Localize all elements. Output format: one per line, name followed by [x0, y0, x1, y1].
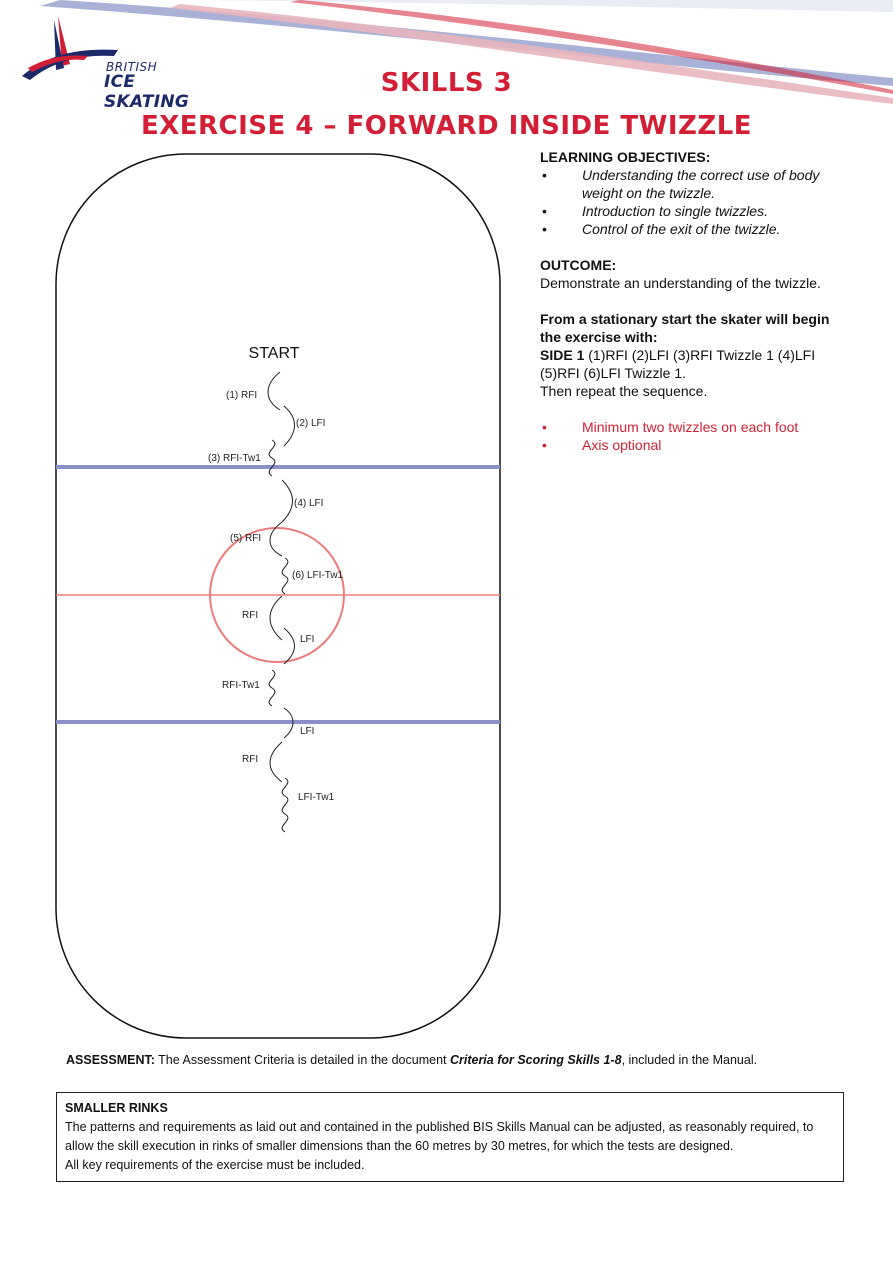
assessment-note: ASSESSMENT: The Assessment Criteria is d… — [66, 1053, 866, 1067]
label-lfi: LFI — [300, 634, 314, 645]
assessment-text-end: , included in the Manual. — [621, 1053, 758, 1067]
logo-text-british: BRITISH — [106, 60, 158, 74]
smaller-rinks-text: The patterns and requirements as laid ou… — [65, 1120, 814, 1153]
start-label: START — [249, 345, 300, 362]
smaller-rinks-box: SMALLER RINKS The patterns and requireme… — [56, 1092, 844, 1182]
objective-item: Introduction to single twizzles. — [540, 202, 840, 220]
label-lfi-tw1-6: (6) LFI-Tw1 — [292, 570, 344, 581]
rink-outline — [55, 153, 501, 1039]
logo-text-ice-skating: ICE SKATING — [104, 72, 190, 112]
criteria-document-name: Criteria for Scoring Skills 1-8 — [449, 1053, 622, 1067]
smaller-rinks-heading: SMALLER RINKS — [65, 1101, 168, 1115]
assessment-text: The Assessment Criteria is detailed in t… — [154, 1053, 450, 1067]
header-banner — [0, 0, 893, 104]
objectives-heading: LEARNING OBJECTIVES: — [540, 149, 711, 165]
objectives-list: Understanding the correct use of body we… — [540, 166, 840, 238]
label-lfi-lower: LFI — [300, 726, 314, 737]
assessment-label: ASSESSMENT: — [66, 1053, 155, 1067]
british-ice-skating-logo: BRITISH ICE SKATING — [18, 14, 208, 112]
label-rfi-5: (5) RFI — [230, 533, 261, 544]
label-lfi-tw1: LFI-Tw1 — [298, 792, 335, 803]
logo-mark-icon — [22, 16, 118, 80]
label-rfi-tw1: RFI-Tw1 — [222, 680, 260, 691]
exercise-description: LEARNING OBJECTIVES: Understanding the c… — [540, 148, 840, 454]
side-label: SIDE 1 — [540, 347, 585, 363]
label-rfi: RFI — [242, 610, 258, 621]
requirement-item: Minimum two twizzles on each foot — [540, 418, 840, 436]
repeat-text: Then repeat the sequence. — [540, 383, 708, 399]
requirement-item: Axis optional — [540, 436, 840, 454]
label-rfi-1: (1) RFI — [226, 390, 257, 401]
requirements-list: Minimum two twizzles on each foot Axis o… — [540, 418, 840, 454]
label-rfi-lower: RFI — [242, 754, 258, 765]
objective-item: Understanding the correct use of body we… — [540, 166, 840, 202]
objective-item: Control of the exit of the twizzle. — [540, 220, 840, 238]
start-intro: From a stationary start the skater will … — [540, 311, 830, 345]
outcome-text: Demonstrate an understanding of the twiz… — [540, 275, 821, 291]
page-title: SKILLS 3 — [380, 68, 513, 98]
sequence-steps: (1)RFI (2)LFI (3)RFI Twizzle 1 (4)LFI (5… — [540, 347, 816, 381]
label-rfi-tw1-3: (3) RFI-Tw1 — [208, 453, 261, 464]
label-lfi-4: (4) LFI — [294, 498, 323, 509]
center-circle — [209, 527, 345, 663]
sequence-text: SIDE 1 (1)RFI (2)LFI (3)RFI Twizzle 1 (4… — [540, 346, 840, 382]
outcome-heading: OUTCOME: — [540, 257, 617, 273]
tracing-path — [267, 371, 295, 833]
label-lfi-2: (2) LFI — [296, 418, 325, 429]
exercise-title: EXERCISE 4 – FORWARD INSIDE TWIZZLE — [140, 111, 753, 141]
smaller-rinks-text-2: All key requirements of the exercise mus… — [65, 1158, 365, 1172]
